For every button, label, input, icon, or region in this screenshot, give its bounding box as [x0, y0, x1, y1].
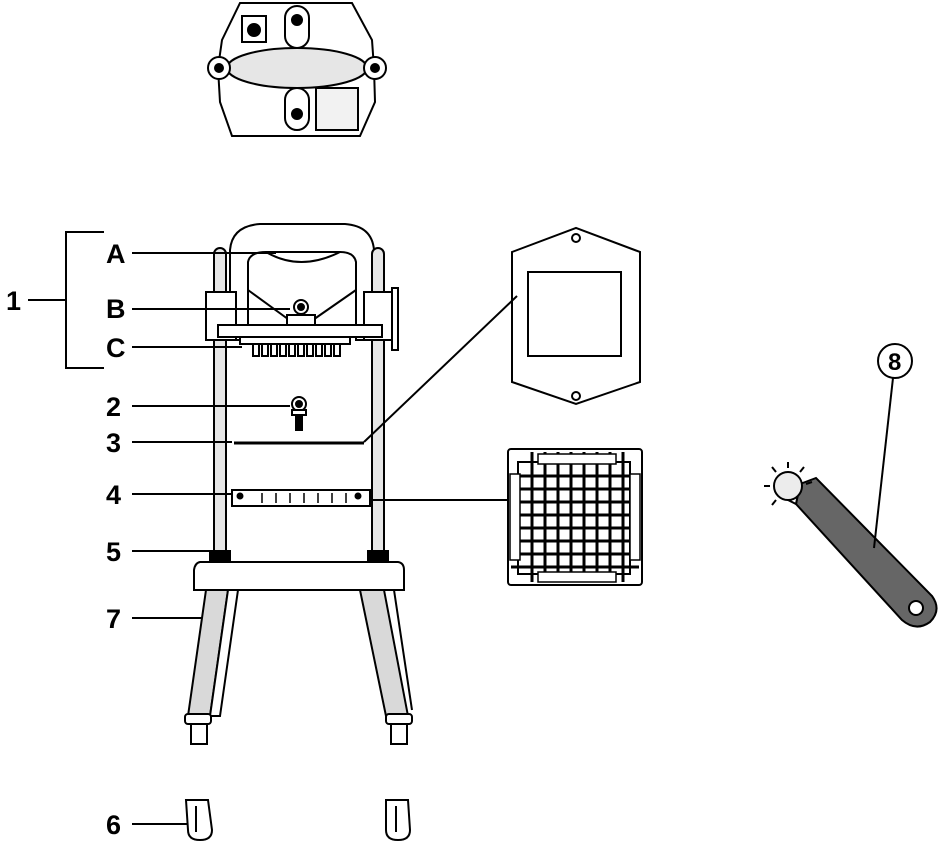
label-8: 8 [888, 349, 901, 376]
blade-assembly [231, 489, 371, 507]
blade-grid-icon [507, 448, 643, 586]
base-plate [193, 561, 405, 591]
tool-handle [794, 476, 938, 628]
label-4: 4 [106, 480, 121, 510]
pusher-teeth [252, 343, 341, 357]
top-view-pusher-assembly-icon [207, 2, 387, 137]
leader-lines [28, 231, 913, 825]
label-6: 6 [106, 810, 121, 840]
upright-slicer-machine-icon [184, 223, 413, 745]
label-a: A [106, 239, 126, 269]
cleaning-tool-icon [764, 462, 938, 628]
rod-nut-left [209, 550, 231, 562]
eye-bolt [291, 396, 307, 431]
leg-right [358, 589, 410, 717]
label-1: 1 [6, 286, 21, 316]
label-8-circle [877, 343, 913, 379]
label-5: 5 [106, 537, 121, 567]
label-c: C [106, 333, 126, 363]
rubber-feet [184, 799, 412, 842]
label-7: 7 [106, 604, 121, 634]
pusher-plate-icon [511, 226, 641, 406]
tool-wheel [773, 471, 803, 501]
rod-nut-right [367, 550, 389, 562]
label-b: B [106, 294, 126, 324]
label-2: 2 [106, 392, 121, 422]
label-3: 3 [106, 428, 121, 458]
